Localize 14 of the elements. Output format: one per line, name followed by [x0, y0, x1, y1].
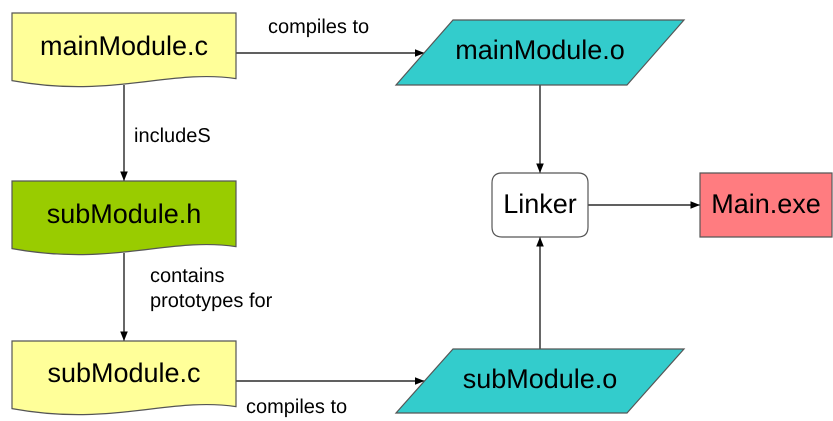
- arrow: [236, 377, 424, 385]
- node-label: mainModule.c: [38, 31, 210, 62]
- node-label: Main.exe: [710, 189, 822, 220]
- arrow: [120, 85, 128, 181]
- node-label: mainModule.o: [454, 35, 626, 66]
- arrow: [536, 237, 544, 349]
- arrow: [588, 201, 700, 209]
- node-label: subModule.c: [46, 358, 202, 389]
- arrow: [120, 253, 128, 341]
- node-label: Linker: [502, 189, 578, 220]
- node-label: subModule.o: [462, 364, 618, 395]
- node-label: subModule.h: [46, 199, 202, 230]
- arrow: [236, 49, 424, 57]
- arrow: [536, 85, 544, 173]
